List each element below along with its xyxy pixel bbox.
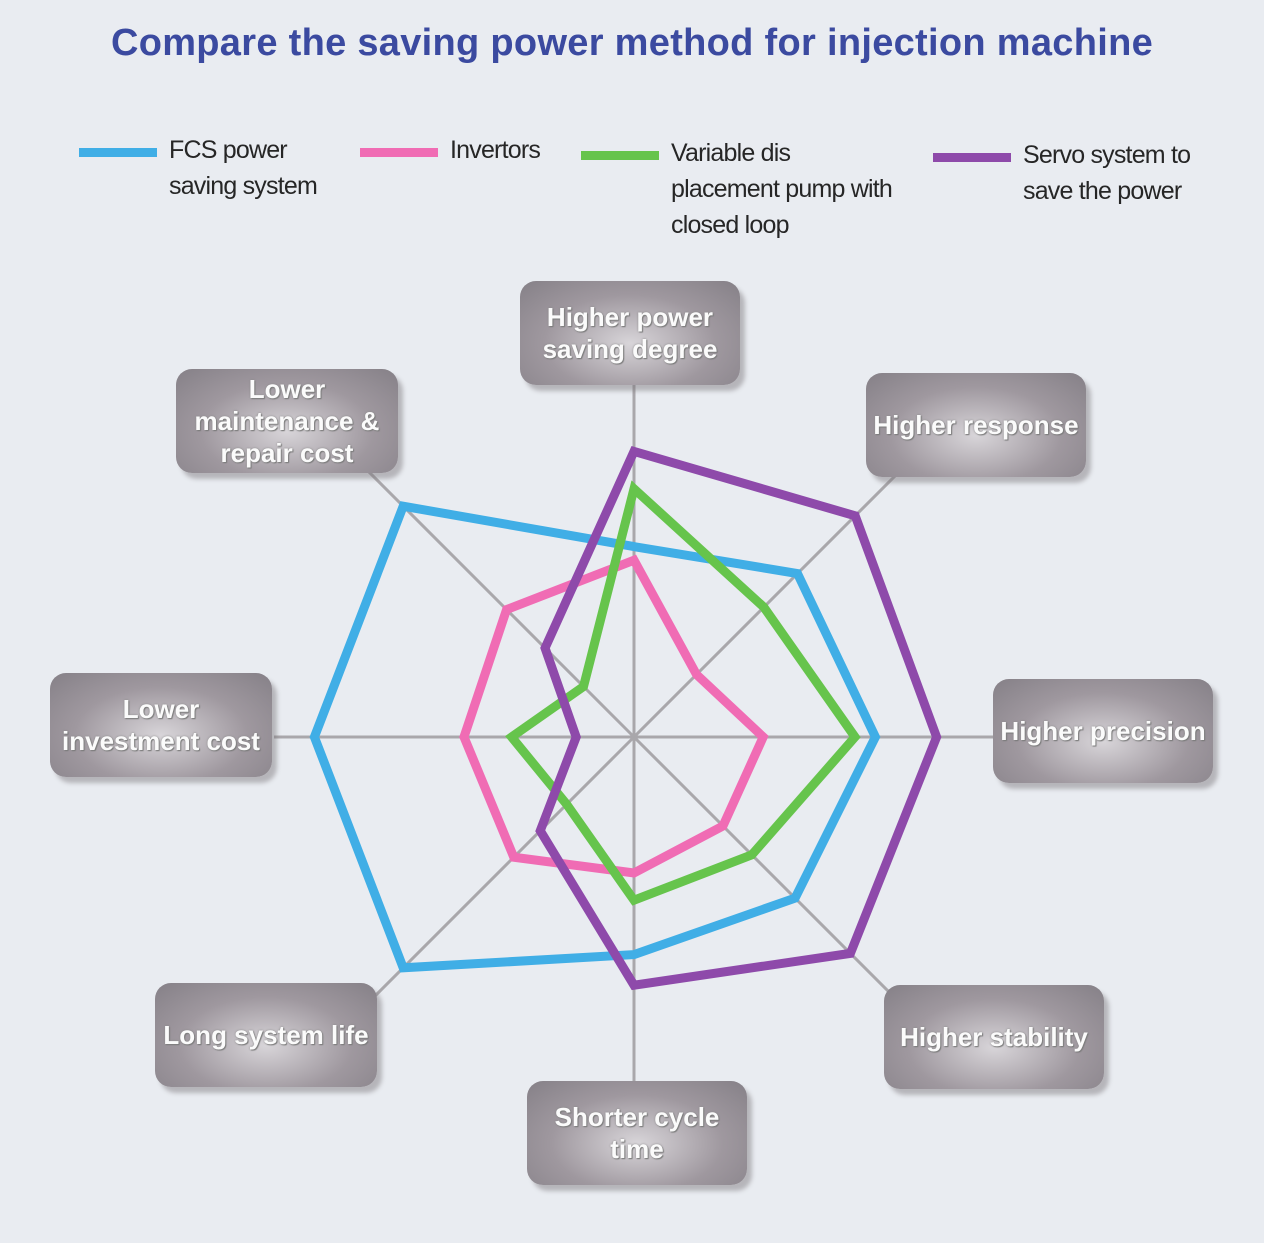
axis-label: Higher power saving degree bbox=[520, 281, 740, 385]
legend-swatch bbox=[79, 148, 157, 157]
axis-spoke bbox=[632, 735, 904, 1007]
axis-label: Higher stability bbox=[884, 985, 1104, 1089]
legend-swatch bbox=[360, 148, 438, 157]
axis-label: Shorter cycle time bbox=[527, 1081, 747, 1185]
axis-label: Lower investment cost bbox=[50, 673, 272, 777]
legend-label: Variable dis placement pump with closed … bbox=[671, 139, 893, 239]
axis-spoke bbox=[632, 467, 904, 739]
legend-swatch bbox=[581, 151, 659, 160]
axis-label: Higher precision bbox=[993, 679, 1213, 783]
legend-label: FCS power saving system bbox=[169, 136, 318, 200]
axis-label: Lower maintenance & repair cost bbox=[176, 369, 398, 473]
legend-item: Servo system to save the power bbox=[933, 141, 1253, 259]
axis-spoke bbox=[364, 735, 636, 1007]
legend-item: Variable dis placement pump with closed … bbox=[581, 139, 921, 257]
legend-item: FCS power saving system bbox=[79, 136, 339, 254]
legend-label: Invertors bbox=[450, 136, 541, 164]
legend-swatch bbox=[933, 153, 1011, 162]
legend-label: Servo system to save the power bbox=[1023, 141, 1191, 205]
chart-title: Compare the saving power method for inje… bbox=[110, 22, 1154, 64]
legend-item: Invertors bbox=[360, 136, 570, 254]
axis-label: Long system life bbox=[155, 983, 377, 1087]
axis-label: Higher response bbox=[866, 373, 1086, 477]
axis-spoke bbox=[364, 467, 636, 739]
